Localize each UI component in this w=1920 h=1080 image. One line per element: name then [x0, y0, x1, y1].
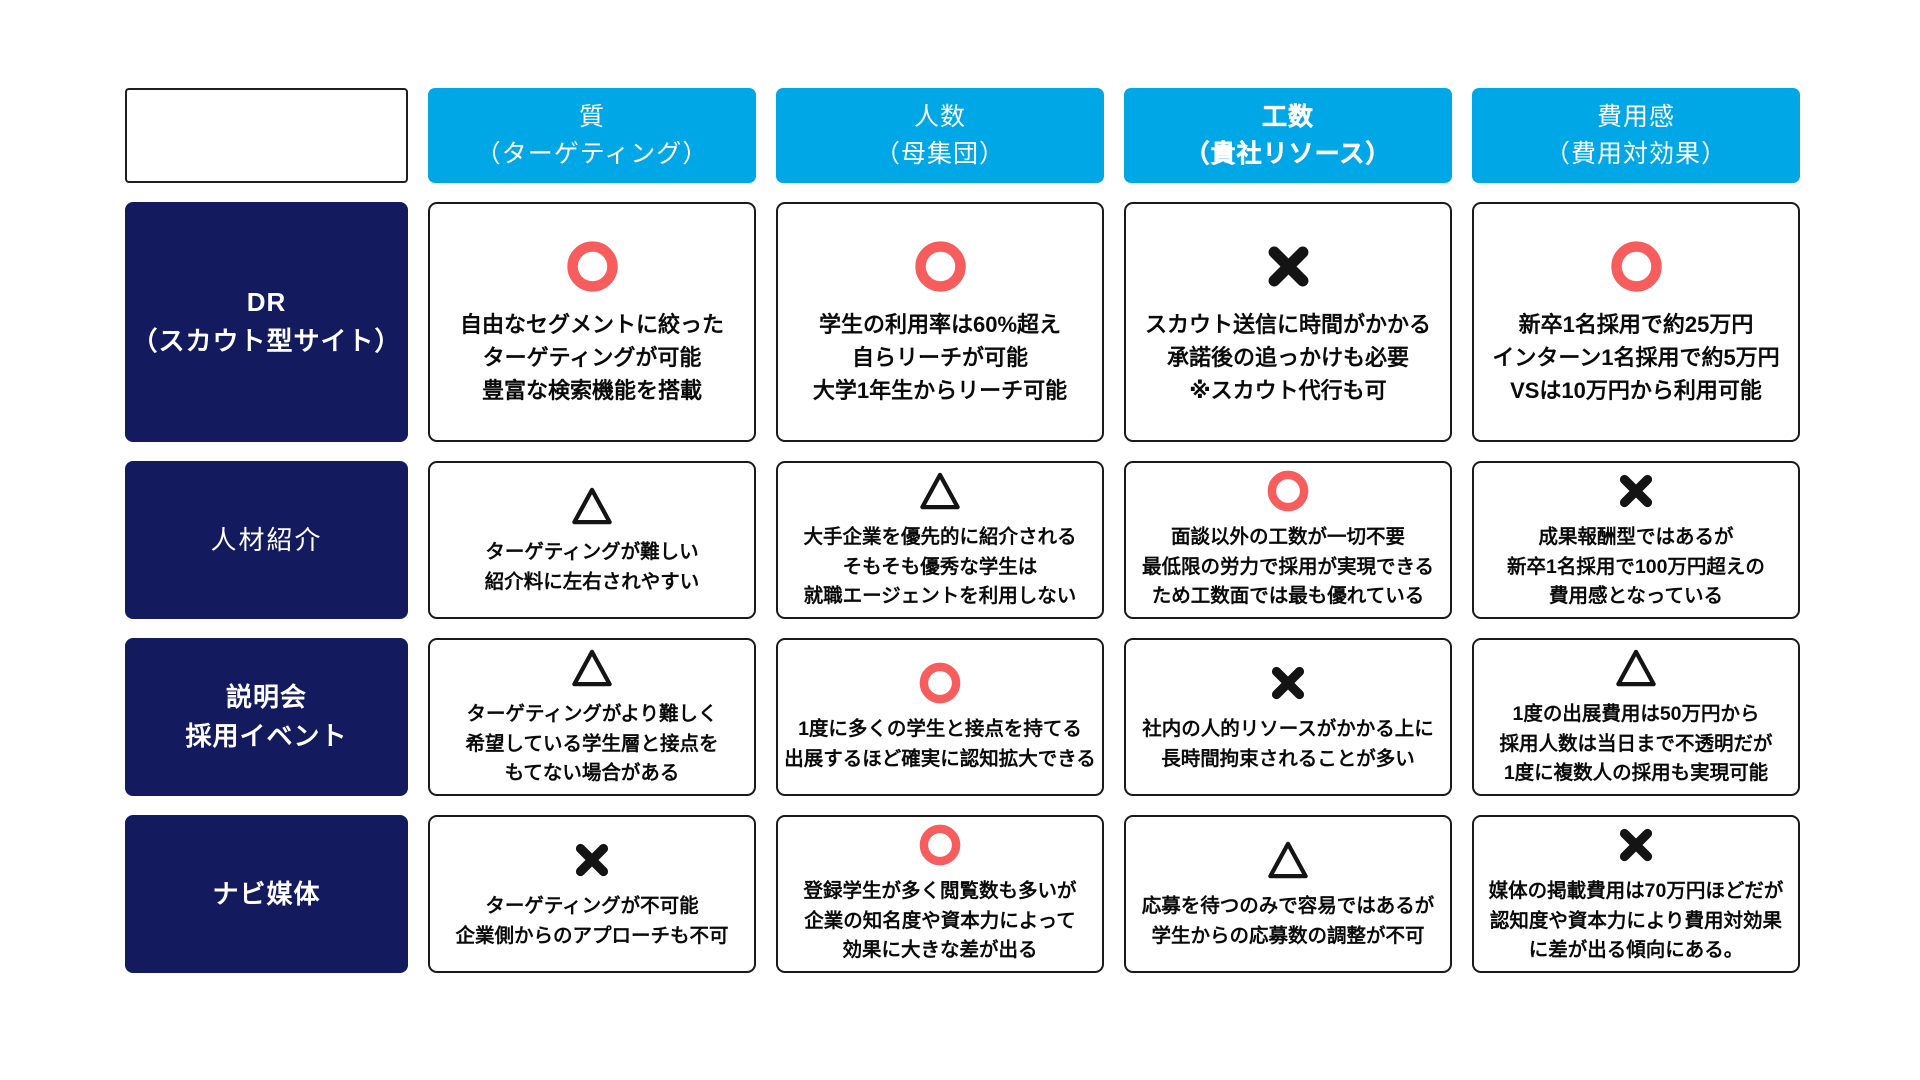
row-header-agency: 人材紹介 — [125, 461, 408, 619]
cell-event-effort: 社内の人的リソースがかかる上に 長時間拘束されることが多い — [1124, 638, 1452, 796]
cross-icon — [1265, 660, 1311, 706]
cell-event-quality: ターゲティングがより難しく 希望している学生層と接点を もてない場合がある — [428, 638, 756, 796]
circle-icon — [564, 238, 621, 295]
cell-agency-quality: ターゲティングが難しい 紹介料に左右されやすい — [428, 461, 756, 619]
cell-text: ターゲティングが難しい 紹介料に左右されやすい — [484, 540, 700, 593]
column-header-quality: 質 （ターゲティング） — [428, 88, 756, 183]
cell-text: 大手企業を優先的に紹介される そもそも優秀な学生は 就職エージェントを利用しない — [803, 526, 1077, 608]
circle-icon — [912, 238, 969, 295]
column-header-volume: 人数 （母集団） — [776, 88, 1104, 183]
row-header-event: 説明会 採用イベント — [125, 638, 408, 796]
cell-text: 社内の人的リソースがかかる上に 長時間拘束されることが多い — [1142, 717, 1434, 770]
circle-icon — [1608, 238, 1665, 295]
cell-text: 媒体の掲載費用は70万円ほどだが 認知度や資本力により費用対効果 に差が出る傾向… — [1488, 880, 1784, 962]
triangle-icon — [1265, 837, 1311, 883]
column-header-effort: 工数 （貴社リソース） — [1124, 88, 1452, 183]
cell-text: 新卒1名採用で約25万円 インターン1名採用で約5万円 VSは10万円から利用可… — [1492, 311, 1780, 403]
cell-navi-effort: 応募を待つのみで容易ではあるが 学生からの応募数の調整が不可 — [1124, 815, 1452, 973]
circle-icon — [917, 822, 963, 868]
triangle-icon — [1613, 645, 1659, 691]
cell-text: 自由なセグメントに絞った ターゲティングが可能 豊富な検索機能を搭載 — [459, 311, 724, 403]
triangle-icon — [569, 483, 615, 529]
cell-text: スカウト送信に時間がかかる 承諾後の追っかけも必要 ※スカウト代行も可 — [1144, 311, 1431, 403]
comparison-table: 質 （ターゲティング） 人数 （母集団） 工数 （貴社リソース） 費用感 （費用… — [125, 88, 1800, 973]
cell-text: ターゲティングが不可能 企業側からのアプローチも不可 — [455, 894, 729, 947]
row-header-dr: DR （スカウト型サイト） — [125, 202, 408, 442]
cell-text: 1度に多くの学生と接点を持てる 出展するほど確実に認知拡大できる — [784, 717, 1096, 770]
cell-text: 応募を待つのみで容易ではあるが 学生からの応募数の調整が不可 — [1141, 894, 1435, 947]
column-header-cost: 費用感 （費用対効果） — [1472, 88, 1800, 183]
cell-navi-quality: ターゲティングが不可能 企業側からのアプローチも不可 — [428, 815, 756, 973]
cell-dr-quality: 自由なセグメントに絞った ターゲティングが可能 豊富な検索機能を搭載 — [428, 202, 756, 442]
cross-icon — [569, 837, 615, 883]
cell-event-volume: 1度に多くの学生と接点を持てる 出展するほど確実に認知拡大できる — [776, 638, 1104, 796]
cell-text: 面談以外の工数が一切不要 最低限の労力で採用が実現できる ため工数面では最も優れ… — [1141, 526, 1435, 608]
cell-dr-cost: 新卒1名採用で約25万円 インターン1名採用で約5万円 VSは10万円から利用可… — [1472, 202, 1800, 442]
cell-text: 成果報酬型ではあるが 新卒1名採用で100万円超えの 費用感となっている — [1507, 526, 1765, 608]
cell-dr-effort: スカウト送信に時間がかかる 承諾後の追っかけも必要 ※スカウト代行も可 — [1124, 202, 1452, 442]
cell-text: 学生の利用率は60%超え 自らリーチが可能 大学1年生からリーチ可能 — [812, 311, 1068, 403]
cell-text: 1度の出展費用は50万円から 採用人数は当日まで不透明だが 1度に複数人の採用も… — [1499, 703, 1773, 785]
cell-text: ターゲティングがより難しく 希望している学生層と接点を もてない場合がある — [465, 703, 719, 785]
row-header-navi: ナビ媒体 — [125, 815, 408, 973]
cell-text: 登録学生が多く閲覧数も多いが 企業の知名度や資本力によって 効果に大きな差が出る — [803, 880, 1077, 962]
cell-event-cost: 1度の出展費用は50万円から 採用人数は当日まで不透明だが 1度に複数人の採用も… — [1472, 638, 1800, 796]
triangle-icon — [917, 468, 963, 514]
circle-icon — [1265, 468, 1311, 514]
corner-cell — [125, 88, 408, 183]
cross-icon — [1613, 468, 1659, 514]
cell-agency-volume: 大手企業を優先的に紹介される そもそも優秀な学生は 就職エージェントを利用しない — [776, 461, 1104, 619]
cell-navi-cost: 媒体の掲載費用は70万円ほどだが 認知度や資本力により費用対効果 に差が出る傾向… — [1472, 815, 1800, 973]
cell-agency-effort: 面談以外の工数が一切不要 最低限の労力で採用が実現できる ため工数面では最も優れ… — [1124, 461, 1452, 619]
cross-icon — [1613, 822, 1659, 868]
cell-navi-volume: 登録学生が多く閲覧数も多いが 企業の知名度や資本力によって 効果に大きな差が出る — [776, 815, 1104, 973]
circle-icon — [917, 660, 963, 706]
cross-icon — [1260, 238, 1317, 295]
triangle-icon — [569, 645, 615, 691]
cell-agency-cost: 成果報酬型ではあるが 新卒1名採用で100万円超えの 費用感となっている — [1472, 461, 1800, 619]
cell-dr-volume: 学生の利用率は60%超え 自らリーチが可能 大学1年生からリーチ可能 — [776, 202, 1104, 442]
